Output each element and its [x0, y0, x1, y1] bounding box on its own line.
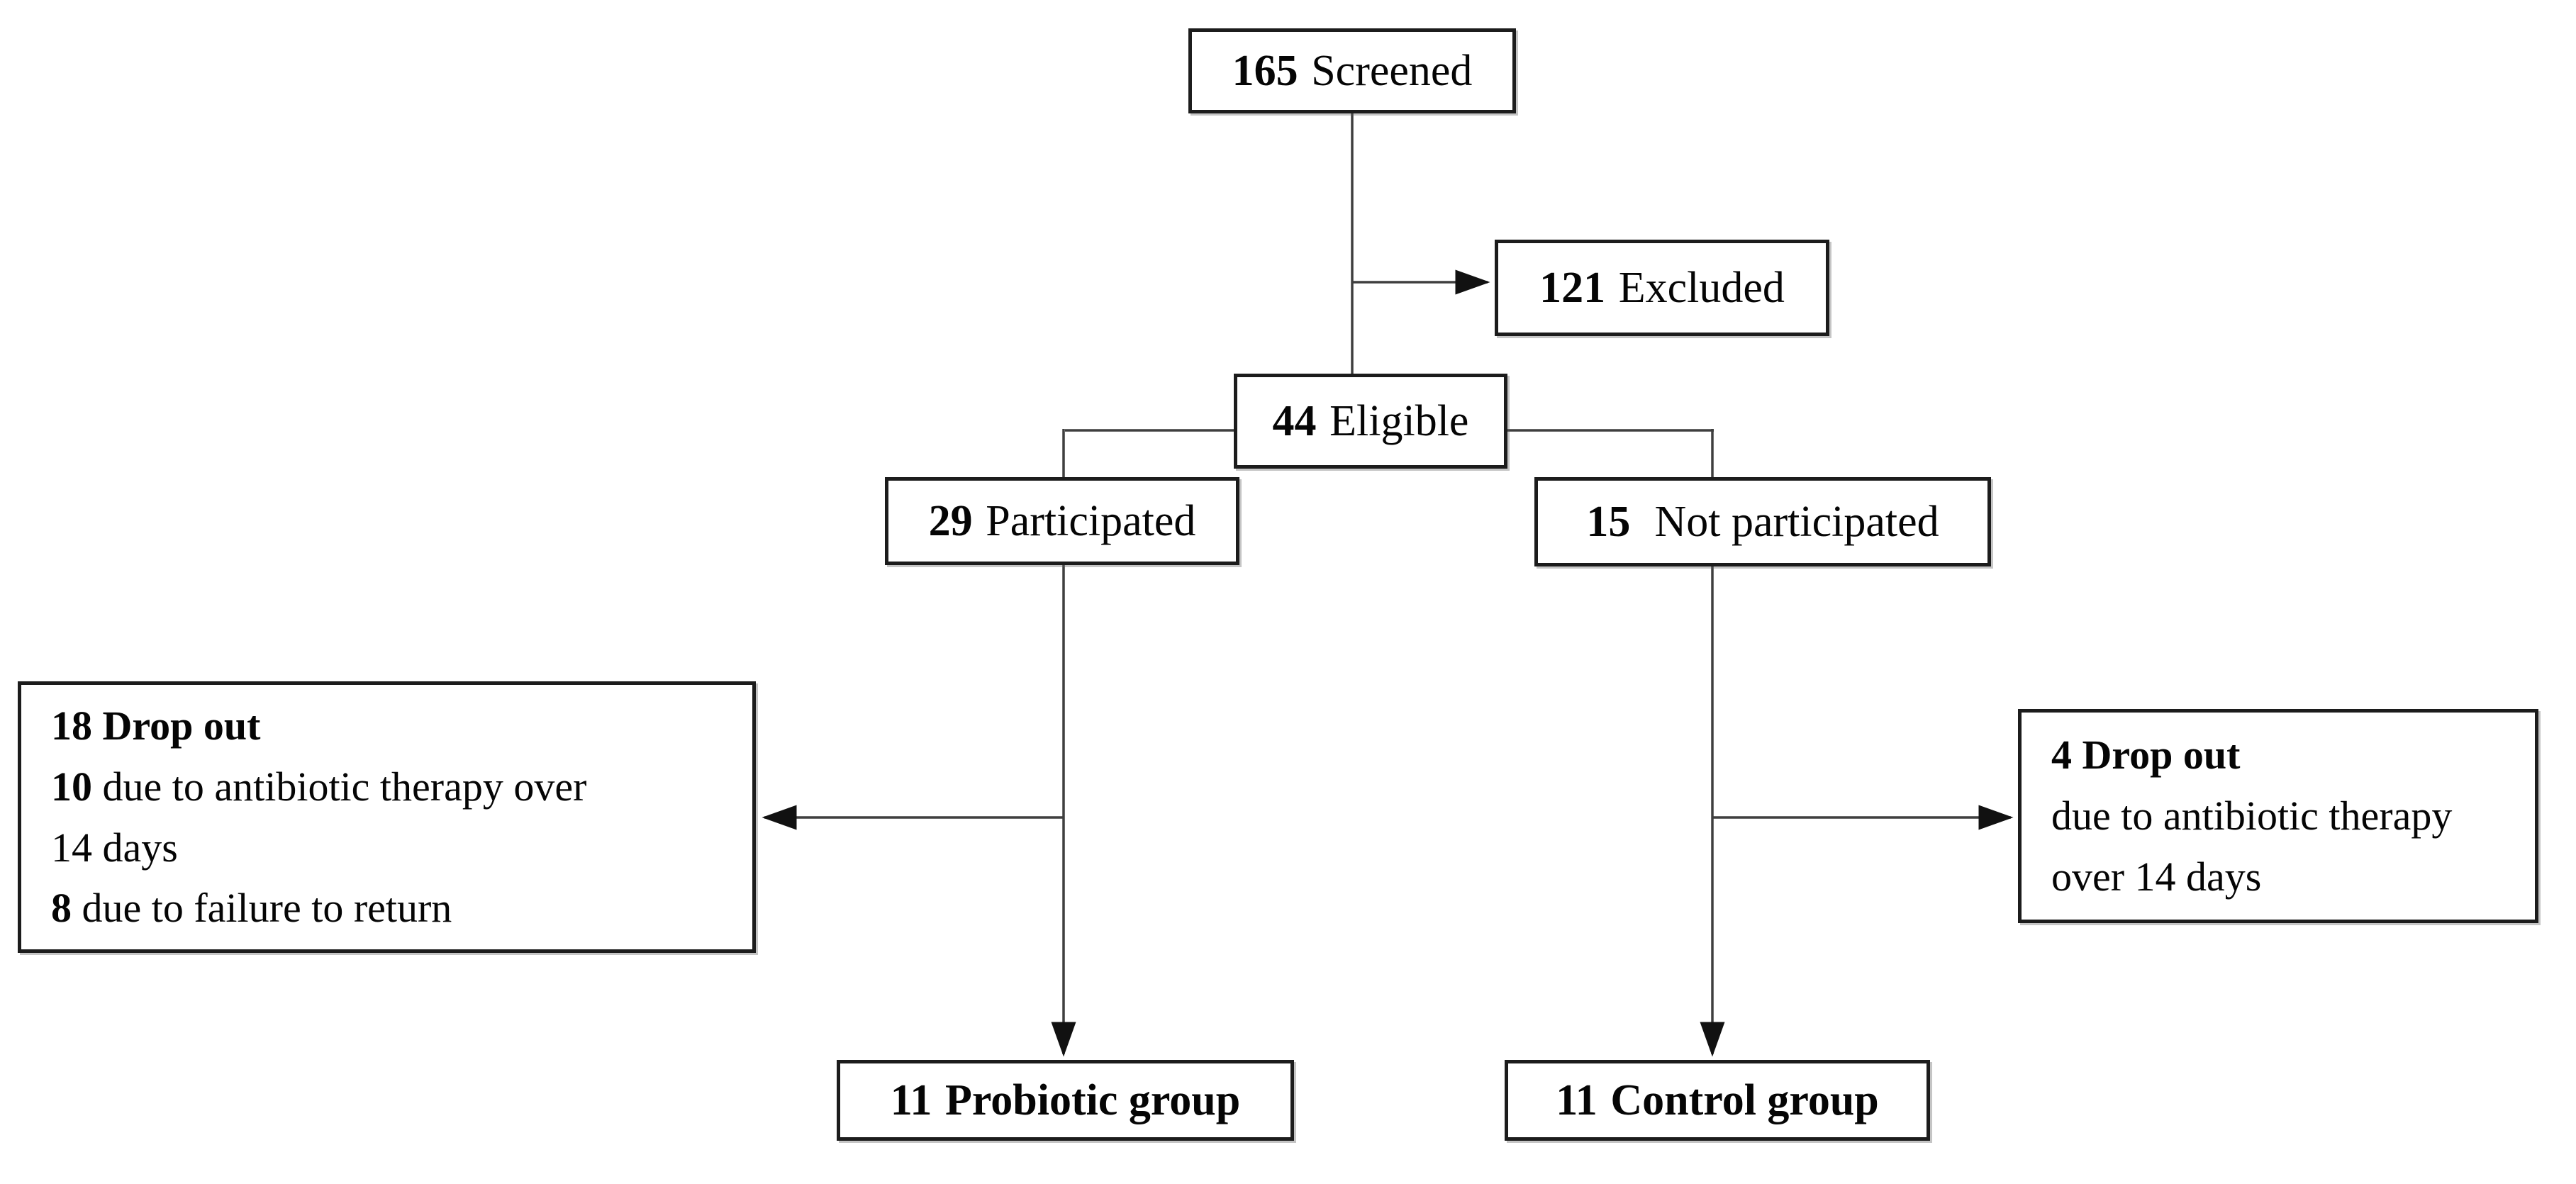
dropout-left-line: 14 days: [51, 817, 178, 878]
excluded-count: 121: [1539, 263, 1606, 312]
dropout-right-line1-bold: 4 Drop out: [2051, 732, 2241, 778]
probiotic-label: Probiotic group: [944, 1076, 1241, 1124]
dropout-left-line4-text: due to failure to return: [72, 885, 452, 932]
dropout-left-line3-text: 14 days: [51, 824, 178, 871]
dropout-right-line2-text: due to antibiotic therapy: [2051, 793, 2453, 839]
dropout-left-line2-bold: 10: [51, 763, 92, 810]
dropout-left-line: 18 Drop out: [51, 696, 260, 756]
dropout-left-line: 10 due to antibiotic therapy over: [51, 756, 586, 817]
dropout-left-line1-bold: 18 Drop out: [51, 702, 261, 749]
dropout-right-line3-text: over 14 days: [2051, 853, 2262, 900]
dropout-right-line: 4 Drop out: [2051, 725, 2240, 786]
node-dropout-right: 4 Drop out due to antibiotic therapy ove…: [2018, 709, 2538, 923]
not-participated-label: Not participated: [1654, 497, 1939, 546]
dropout-right-line: due to antibiotic therapy: [2051, 786, 2452, 847]
dropout-left-line4-bold: 8: [51, 885, 72, 932]
excluded-label: Excluded: [1618, 263, 1785, 312]
screened-count: 165: [1232, 46, 1298, 95]
dropout-right-line: over 14 days: [2051, 847, 2261, 907]
control-count: 11: [1556, 1076, 1598, 1124]
participated-count: 29: [928, 496, 973, 545]
dropout-left-line: 8 due to failure to return: [51, 878, 452, 939]
eligible-count: 44: [1272, 396, 1317, 445]
node-dropout-left: 18 Drop out 10 due to antibiotic therapy…: [18, 681, 756, 953]
not-participated-count: 15: [1586, 497, 1631, 546]
eligible-label: Eligible: [1329, 396, 1469, 445]
control-label: Control group: [1610, 1076, 1879, 1124]
node-participated: 29 Participated: [885, 477, 1239, 565]
dropout-left-line2-text: due to antibiotic therapy over: [92, 763, 587, 810]
node-not-participated: 15 Not participated: [1534, 477, 1991, 566]
node-screened: 165 Screened: [1188, 28, 1516, 113]
participated-label: Participated: [986, 496, 1196, 545]
probiotic-count: 11: [890, 1076, 932, 1124]
screened-label: Screened: [1311, 46, 1473, 95]
